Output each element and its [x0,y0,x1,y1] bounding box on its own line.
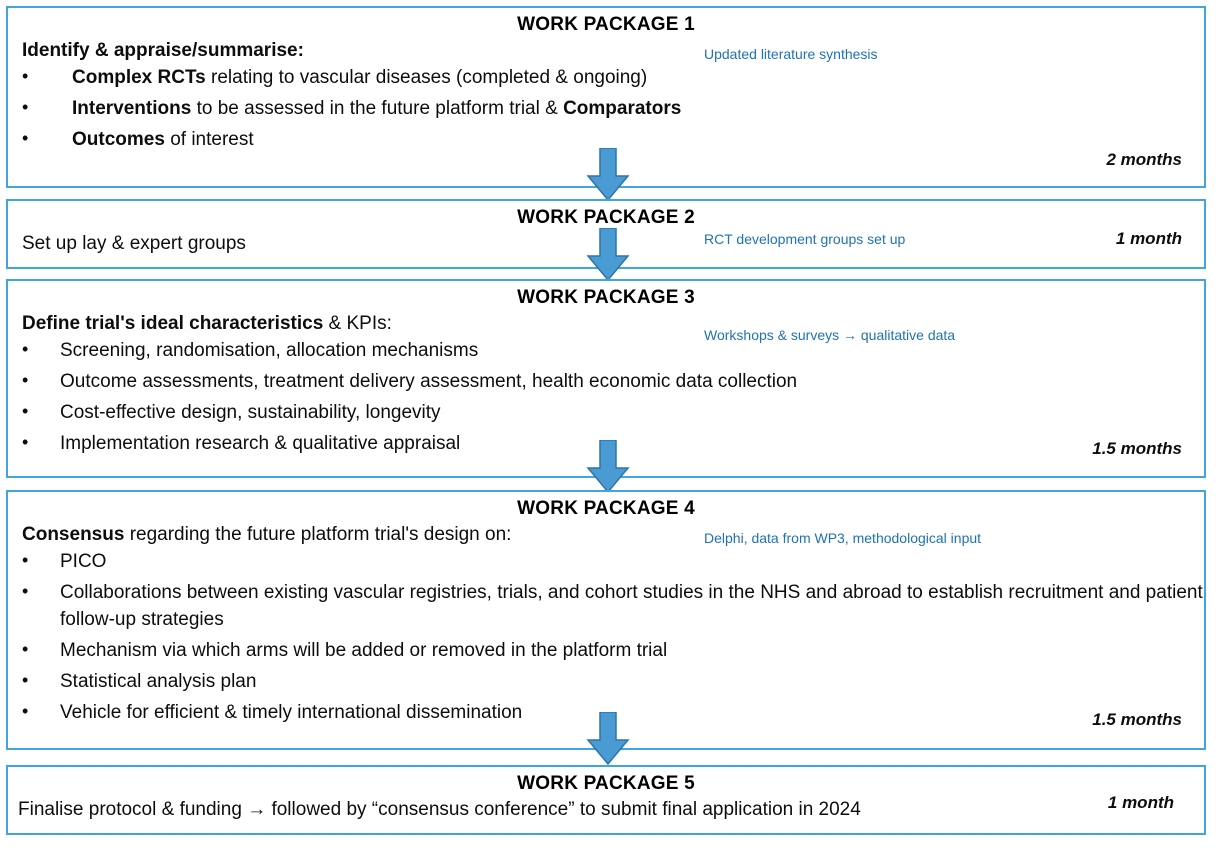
work-package-3-title: WORK PACKAGE 3 [517,287,695,308]
bullet-text: Outcome assessments, treatment delivery … [60,371,798,392]
work-package-4-annotation: Delphi, data from WP3, methodological in… [704,530,982,546]
list-item: Outcome assessments, treatment delivery … [8,367,1204,395]
arrow-wp1-to-wp2 [585,148,631,202]
work-package-2-lead: Set up lay & expert groups [22,233,246,254]
arrow-wp4-to-wp5 [585,712,631,766]
list-item: Cost-effective design, sustainability, l… [8,398,1204,426]
work-package-2-duration: 1 month [1115,229,1182,248]
bullet-text: Statistical analysis plan [60,671,257,692]
bullet-text: relating to vascular diseases (completed… [205,67,648,88]
work-package-3-duration: 1.5 months [1092,439,1182,458]
bullet-text: to be assessed in the future platform tr… [191,98,564,119]
bullet-text: Vehicle for efficient & timely internati… [60,702,523,723]
lead-text: & KPIs: [323,313,392,334]
arrow-wp2-to-wp3 [585,228,631,282]
list-item: Screening, randomisation, allocation mec… [8,336,1204,364]
work-package-4-box: WORK PACKAGE 4 Consensus regarding the f… [6,490,1206,750]
lead-bold-term: Consensus [22,524,125,545]
work-package-2-annotation: RCT development groups set up [704,231,906,247]
bullet-text: of interest [164,129,254,150]
work-package-1-duration: 2 months [1106,150,1182,169]
work-package-2-title: WORK PACKAGE 2 [517,207,695,228]
work-package-1-title: WORK PACKAGE 1 [517,14,695,35]
work-package-4-title: WORK PACKAGE 4 [517,498,695,519]
list-item: Vehicle for efficient & timely internati… [8,698,1204,726]
work-package-4-duration: 1.5 months [1092,710,1182,729]
work-package-1-box: WORK PACKAGE 1 Identify & appraise/summa… [6,6,1206,188]
work-package-1-annotation: Updated literature synthesis [704,46,878,62]
bullet-bold-term: Outcomes [72,129,165,150]
list-item: Collaborations between existing vascular… [8,578,1204,633]
bullet-bold-term: Interventions [72,98,192,119]
lead-text: regarding the future platform trial's de… [124,524,512,545]
list-item: Statistical analysis plan [8,667,1204,695]
bullet-text: Screening, randomisation, allocation mec… [60,340,479,361]
list-item: Interventions to be assessed in the futu… [8,94,1204,122]
bullet-bold-term-2: Comparators [563,98,682,119]
list-item: PICO [8,547,1204,575]
bullet-text: Cost-effective design, sustainability, l… [60,402,441,423]
work-package-5-title: WORK PACKAGE 5 [517,773,695,794]
bullet-bold-term: Complex RCTs [72,67,206,88]
bullet-text: Implementation research & qualitative ap… [60,433,461,454]
list-item: Outcomes of interest [8,125,1204,153]
lead-bold-term: Define trial's ideal characteristics [22,313,324,334]
work-package-4-bullet-list: PICO Collaborations between existing vas… [8,547,1204,726]
bullet-text: PICO [60,551,107,572]
work-package-3-annotation: Workshops & surveys → qualitative data [704,327,956,343]
work-package-4-lead: Consensus regarding the future platform … [22,524,1204,546]
list-item: Complex RCTs relating to vascular diseas… [8,63,1204,91]
work-package-3-lead: Define trial's ideal characteristics & K… [22,313,1204,335]
work-package-3-bullet-list: Screening, randomisation, allocation mec… [8,336,1204,457]
work-package-5-duration: 1 month [1107,793,1174,812]
work-package-5-box: WORK PACKAGE 5 Finalise protocol & fundi… [6,765,1206,835]
work-package-1-lead: Identify & appraise/summarise: [22,40,304,61]
work-package-5-lead: Finalise protocol & funding → followed b… [18,799,861,820]
bullet-text: Collaborations between existing vascular… [60,582,1203,630]
list-item: Mechanism via which arms will be added o… [8,636,1204,664]
list-item: Implementation research & qualitative ap… [8,429,1204,457]
bullet-text: Mechanism via which arms will be added o… [60,640,668,661]
work-package-1-bullet-list: Complex RCTs relating to vascular diseas… [8,63,1204,153]
arrow-wp3-to-wp4 [585,440,631,494]
